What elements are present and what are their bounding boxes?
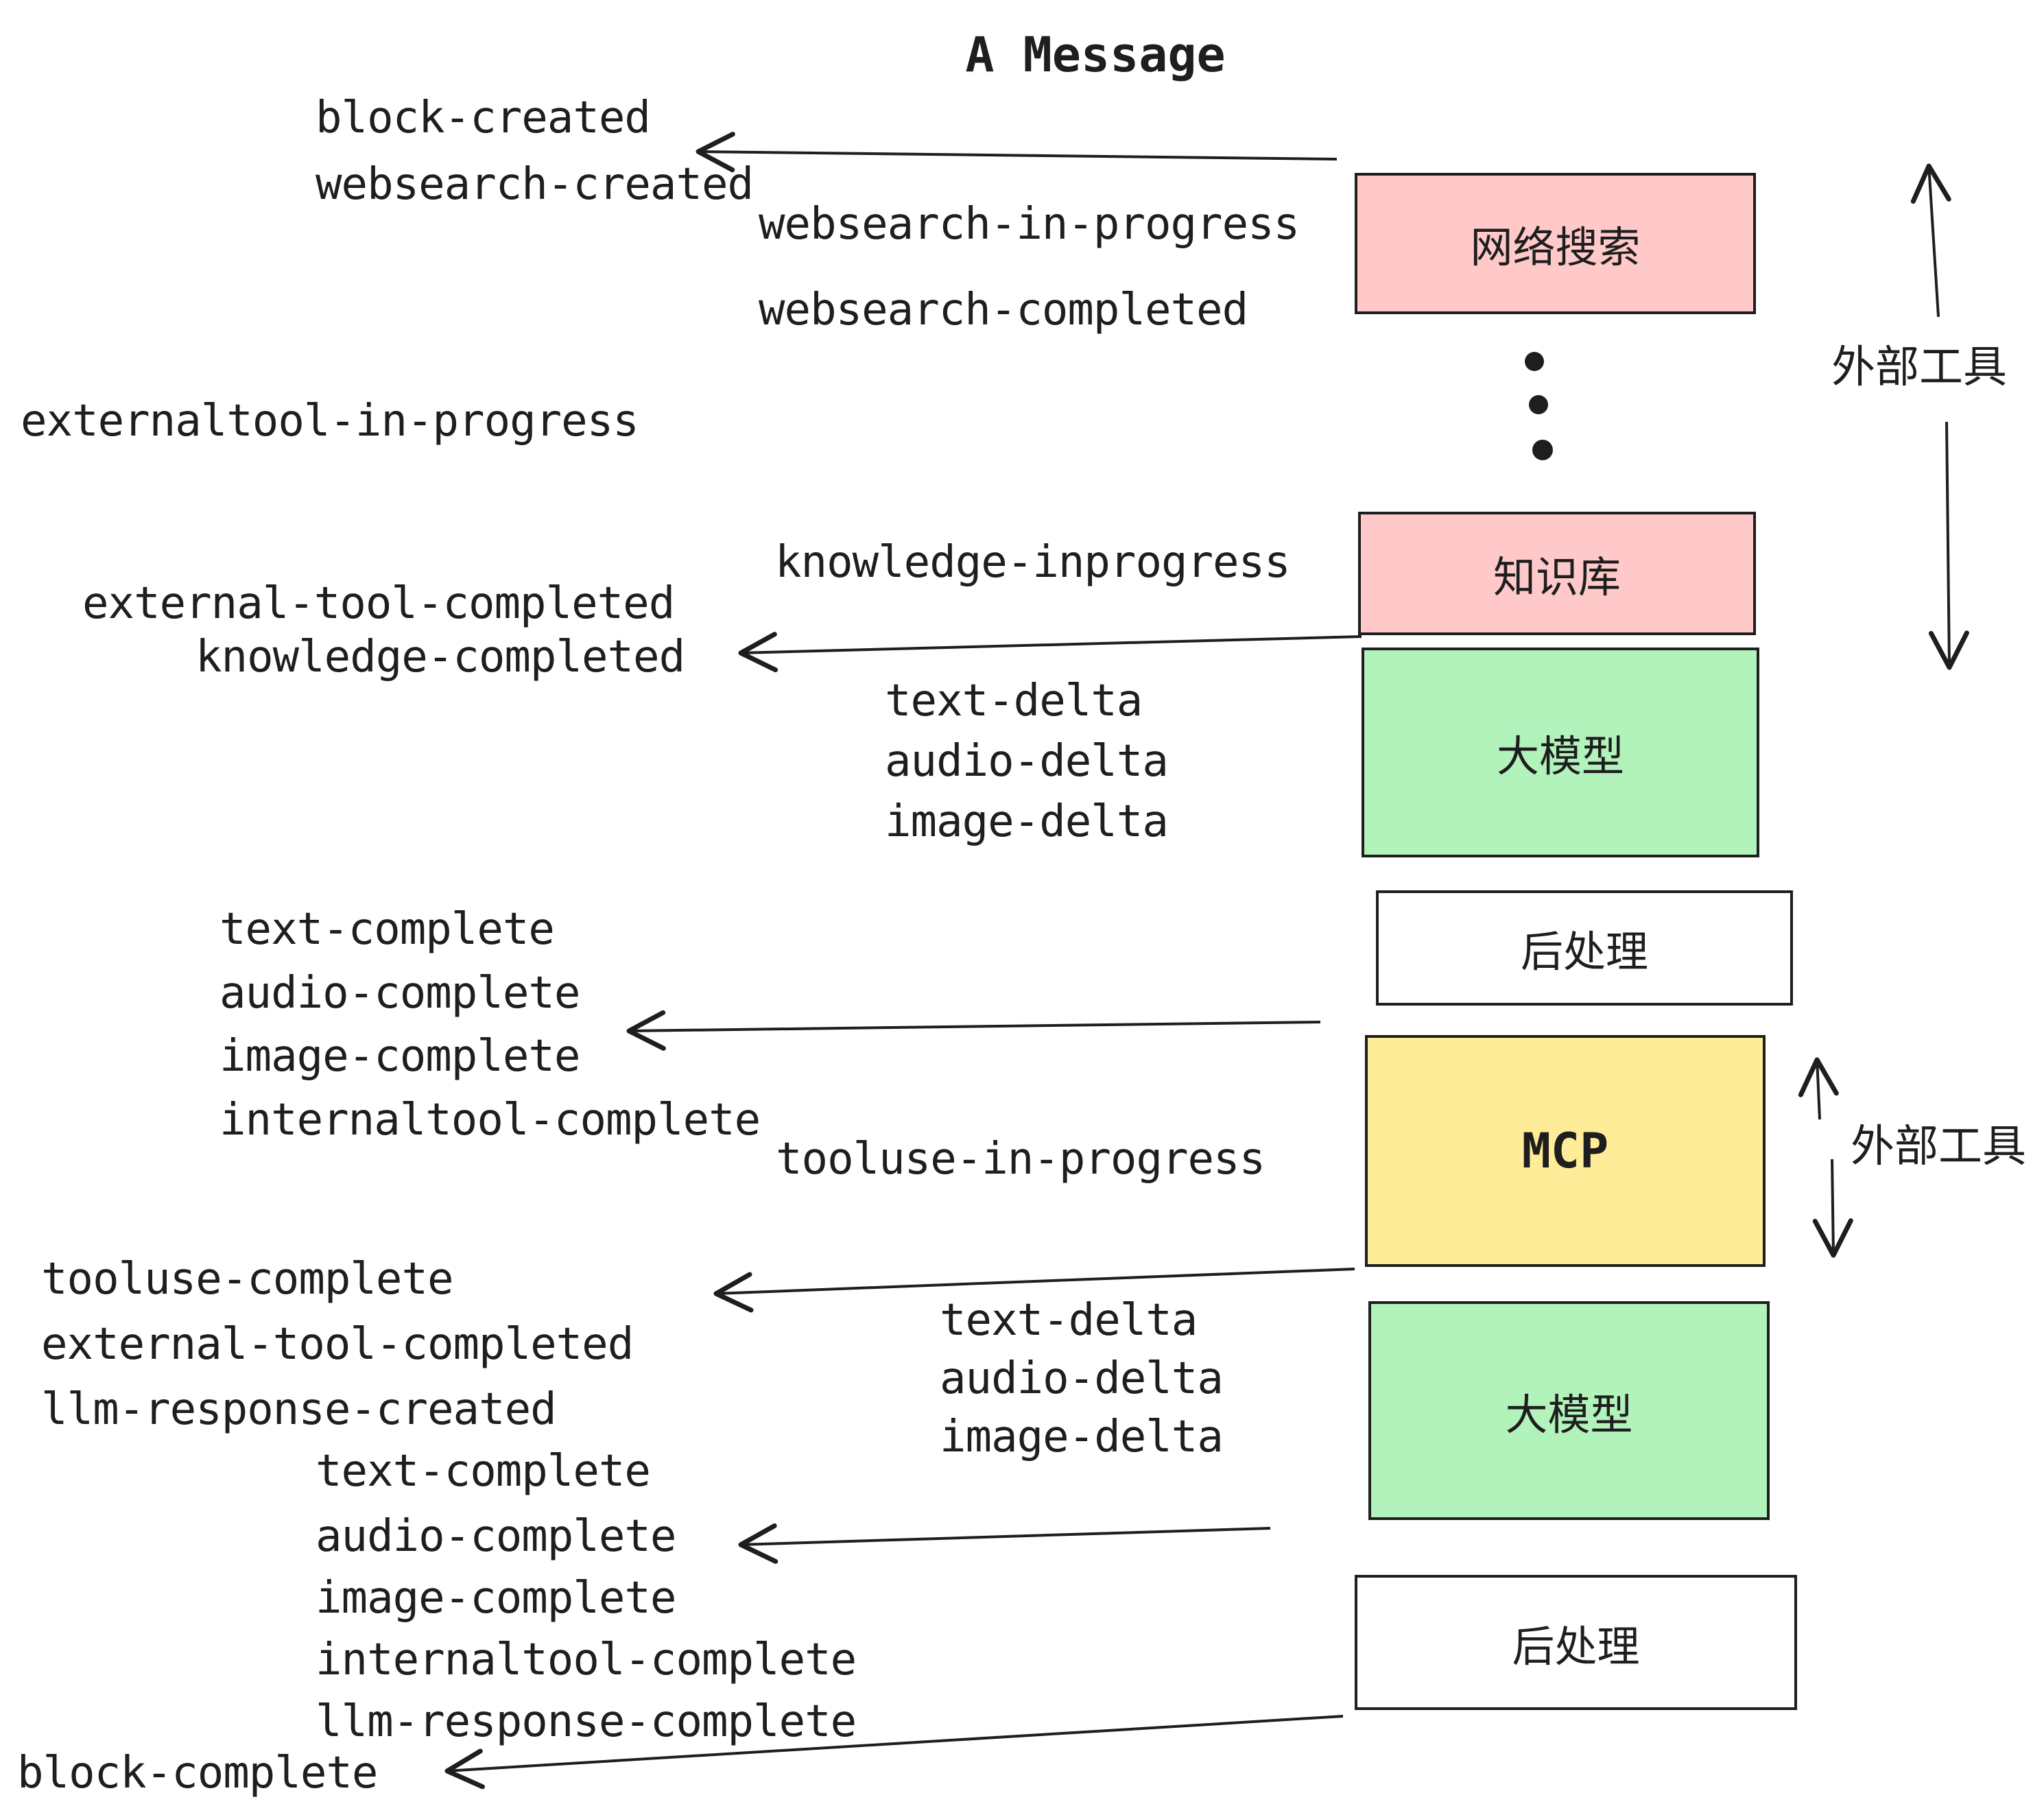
external-tools-annotation-top: 外部工具 — [1831, 342, 2007, 392]
event-image-delta-2: image-delta — [940, 1412, 1224, 1462]
external-tools-annotation-mcp: 外部工具 — [1851, 1121, 2026, 1171]
arrow-up-external-tools-mcp — [1798, 1057, 1839, 1120]
event-image-complete: image-complete — [219, 1031, 580, 1082]
event-image-complete-2: image-complete — [316, 1573, 676, 1624]
event-audio-delta-2: audio-delta — [940, 1353, 1224, 1404]
websearch-box: 网络搜索 — [1355, 173, 1756, 314]
event-websearch-completed: websearch-completed — [759, 285, 1248, 335]
event-block-created: block-created — [316, 93, 651, 143]
arrow-block-complete — [444, 1715, 1344, 1790]
ellipsis-dot — [1525, 352, 1544, 371]
event-external-tool-completed-2: external-tool-completed — [41, 1319, 634, 1370]
event-tooluse-complete: tooluse-complete — [41, 1254, 453, 1305]
arrow-block-created — [696, 132, 1338, 173]
arrow-down-external-tools-top — [1928, 421, 1969, 670]
event-internaltool-complete-2: internaltool-complete — [316, 1635, 857, 1685]
knowledge-box-label: 知识库 — [1493, 554, 1621, 602]
arrow-audio-complete — [738, 1523, 1271, 1564]
event-llm-response-complete: llm-response-complete — [316, 1696, 857, 1747]
diagram-title: A Message — [965, 27, 1226, 83]
llm-box-2: 大模型 — [1368, 1301, 1770, 1520]
event-tooluse-in-progress: tooluse-in-progress — [776, 1134, 1265, 1185]
postprocess-box-2: 后处理 — [1355, 1575, 1797, 1710]
event-audio-complete: audio-complete — [219, 968, 580, 1019]
arrow-tooluse-complete — [713, 1268, 1355, 1313]
event-websearch-created: websearch-created — [316, 159, 754, 210]
arrow-down-external-tools-mcp — [1812, 1159, 1853, 1258]
event-text-delta-2: text-delta — [940, 1295, 1198, 1346]
knowledge-box: 知识库 — [1358, 512, 1756, 635]
event-websearch-in-progress: websearch-in-progress — [759, 199, 1300, 250]
arrow-knowledge-completed — [738, 632, 1362, 673]
event-internaltool-complete: internaltool-complete — [219, 1095, 761, 1146]
event-text-delta: text-delta — [885, 676, 1143, 726]
arrow-up-external-tools-top — [1910, 163, 1951, 318]
llm-box-1-label: 大模型 — [1496, 733, 1624, 781]
mcp-box-label: MCP — [1521, 1123, 1609, 1179]
event-text-complete: text-complete — [219, 904, 555, 955]
event-audio-delta: audio-delta — [885, 736, 1169, 787]
websearch-box-label: 网络搜索 — [1470, 224, 1641, 272]
event-knowledge-completed: knowledge-completed — [195, 632, 685, 683]
ellipsis-dot — [1529, 395, 1548, 414]
arrow-image-complete — [626, 1010, 1321, 1051]
postprocess-box-1-label: 后处理 — [1520, 929, 1648, 976]
event-audio-complete-2: audio-complete — [316, 1511, 676, 1562]
event-block-complete: block-complete — [17, 1748, 378, 1799]
postprocess-box-1: 后处理 — [1376, 890, 1793, 1006]
llm-box-1: 大模型 — [1362, 648, 1759, 857]
event-knowledge-inprogress: knowledge-inprogress — [775, 537, 1291, 588]
event-llm-response-created: llm-response-created — [41, 1384, 557, 1435]
postprocess-box-2-label: 后处理 — [1512, 1623, 1640, 1671]
event-image-delta: image-delta — [885, 796, 1169, 847]
ellipsis-dot — [1532, 440, 1553, 460]
event-text-complete-2: text-complete — [316, 1446, 651, 1497]
event-external-tool-completed: external-tool-completed — [82, 578, 675, 629]
mcp-box: MCP — [1365, 1035, 1766, 1267]
event-externaltool-in-progress: externaltool-in-progress — [21, 396, 639, 447]
llm-box-2-label: 大模型 — [1505, 1391, 1633, 1439]
